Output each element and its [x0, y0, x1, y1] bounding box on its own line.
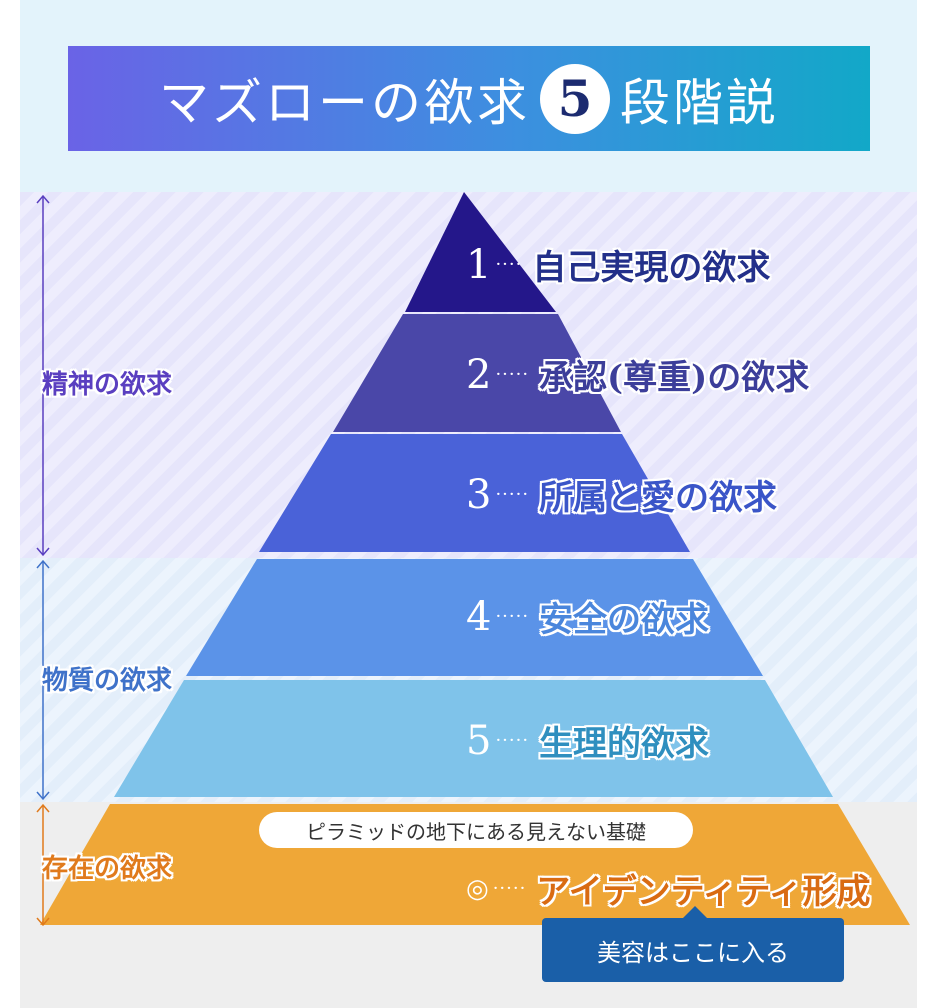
- base-note-pill: ピラミッドの地下にある見えない基礎: [259, 812, 693, 848]
- level-5-label: 5 ····· 生理的欲求: [466, 716, 709, 765]
- title-number-badge: 5: [540, 63, 610, 134]
- level-2-dots: ·····: [495, 364, 530, 385]
- category-spirit: 精神の欲求: [42, 370, 173, 400]
- level-1-name: 自己実現の欲求: [532, 248, 771, 288]
- base-label: ◎ ····· アイデンティティ形成: [466, 864, 871, 913]
- spirit-bracket: [36, 194, 50, 557]
- level-4-label: 4 ····· 安全の欲求: [466, 592, 709, 641]
- level-5-name: 生理的欲求: [539, 724, 710, 764]
- level-4-dots: ·····: [495, 606, 530, 627]
- level-5-dots: ·····: [495, 730, 530, 751]
- beauty-callout: 美容はここに入る: [542, 918, 844, 982]
- level-2-number: 2: [466, 351, 492, 398]
- level-1-segment: [405, 192, 556, 312]
- level-4-number: 4: [466, 593, 492, 640]
- level-4-segment: [186, 559, 763, 676]
- title-banner: マズローの欲求 5 段階説: [68, 46, 870, 151]
- page-title: マズローの欲求 5 段階説: [159, 63, 779, 135]
- level-5-number: 5: [466, 717, 492, 764]
- existence-bracket: [36, 803, 50, 927]
- double-circle-icon: ◎: [466, 873, 489, 904]
- level-4-name: 安全の欲求: [539, 600, 710, 640]
- level-1-dots: ····: [495, 254, 523, 275]
- level-3-number: 3: [466, 471, 492, 518]
- level-3-dots: ·····: [495, 484, 530, 505]
- level-5-segment: [114, 680, 833, 797]
- level-2-segment: [333, 314, 621, 432]
- level-2-name: 承認(尊重)の欲求: [539, 358, 810, 398]
- level-1-label: 1 ···· 自己実現の欲求: [466, 240, 770, 289]
- base-segment: [40, 804, 910, 925]
- title-after: 段階説: [620, 73, 779, 132]
- callout-caret: [683, 906, 707, 918]
- level-2-label: 2 ····· 承認(尊重)の欲求: [466, 350, 809, 399]
- level-3-segment: [259, 434, 690, 552]
- material-bracket: [36, 559, 50, 801]
- level-1-number: 1: [466, 241, 492, 288]
- base-dots: ·····: [492, 878, 527, 899]
- title-before: マズローの欲求: [159, 73, 530, 132]
- category-material: 物質の欲求: [42, 666, 173, 696]
- level-3-name: 所属と愛の欲求: [539, 478, 778, 518]
- category-existence: 存在の欲求: [42, 854, 173, 884]
- base-name: アイデンティティ形成: [536, 872, 871, 912]
- level-3-label: 3 ····· 所属と愛の欲求: [466, 470, 777, 519]
